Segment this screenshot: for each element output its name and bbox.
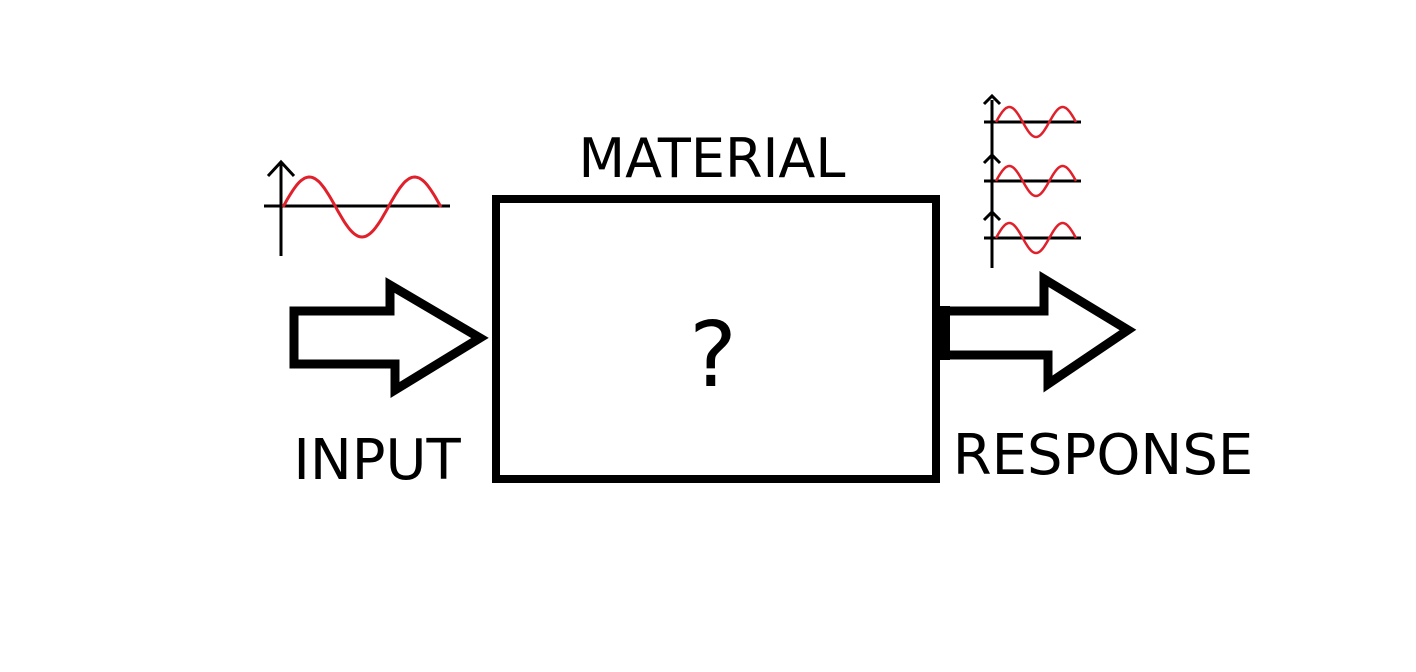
response-signal-plot-icon — [982, 93, 1081, 139]
unknown-symbol: ? — [689, 303, 737, 408]
response-signal-plot-icon — [982, 152, 1081, 198]
material-label: MATERIAL — [579, 127, 846, 190]
response-label: RESPONSE — [953, 423, 1254, 488]
response-arrow-joint — [938, 306, 950, 360]
response-signal-plots — [982, 93, 1081, 268]
response-plot-axis-arrowhead-icon — [982, 209, 1002, 222]
input-arrow-icon — [289, 277, 489, 399]
response-sine-wave — [994, 221, 1078, 255]
input-label: INPUT — [293, 428, 461, 493]
response-plot-axis-arrowhead-icon — [982, 152, 1002, 165]
response-arrow-icon — [940, 271, 1137, 393]
response-signal-plot-icon — [982, 209, 1081, 255]
response-sine-wave — [994, 164, 1078, 198]
material-box — [492, 195, 940, 483]
input-plot-axis-arrowhead-icon — [266, 159, 296, 178]
input-sine-wave — [281, 175, 443, 239]
response-plot-axis-arrowhead-icon — [982, 93, 1002, 106]
response-sine-wave — [994, 105, 1078, 139]
input-signal-plot-icon — [264, 159, 450, 256]
